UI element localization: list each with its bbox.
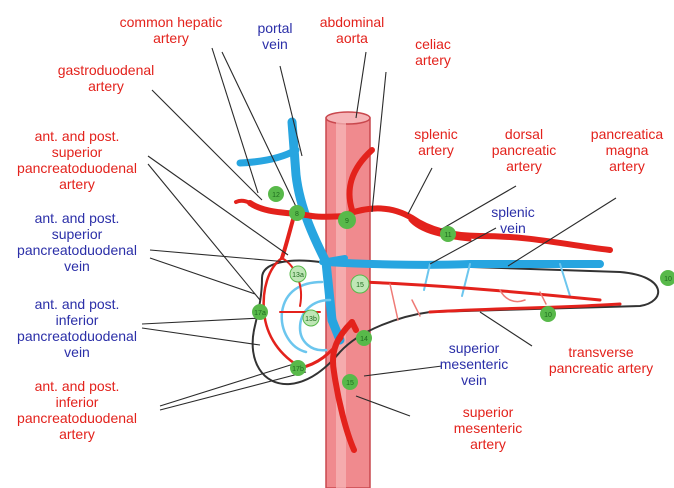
node-label: 14 bbox=[360, 336, 368, 343]
node-label: 17a bbox=[254, 310, 266, 317]
node-label: 12 bbox=[272, 192, 280, 199]
node-label: 10 bbox=[664, 276, 672, 283]
node-label: 15 bbox=[346, 380, 354, 387]
node-label: 13b bbox=[305, 316, 317, 323]
node-label: 9 bbox=[345, 218, 349, 225]
node-marker: 8 bbox=[289, 205, 305, 221]
node-marker: 12 bbox=[268, 186, 284, 202]
node-label: 17b bbox=[292, 366, 304, 373]
node-marker: 14 bbox=[356, 330, 372, 346]
arterial-system bbox=[236, 150, 620, 450]
node-marker: 10 bbox=[660, 270, 674, 286]
node-marker: 17b bbox=[290, 360, 306, 376]
node-label: 13a bbox=[292, 272, 304, 279]
node-label: 8 bbox=[295, 211, 299, 218]
node-label: 11 bbox=[444, 232, 451, 239]
node-marker: 17a bbox=[252, 304, 268, 320]
node-marker: 11 bbox=[440, 226, 456, 242]
node-marker: 13a bbox=[290, 266, 306, 282]
node-marker: 10 bbox=[540, 306, 556, 322]
node-label: 10 bbox=[544, 312, 552, 319]
node-marker: 9 bbox=[338, 211, 356, 229]
node-label: 15 bbox=[356, 282, 364, 289]
node-marker: 13b bbox=[303, 310, 319, 326]
node-marker: 15 bbox=[342, 374, 358, 390]
node-marker: 15 bbox=[351, 275, 369, 293]
